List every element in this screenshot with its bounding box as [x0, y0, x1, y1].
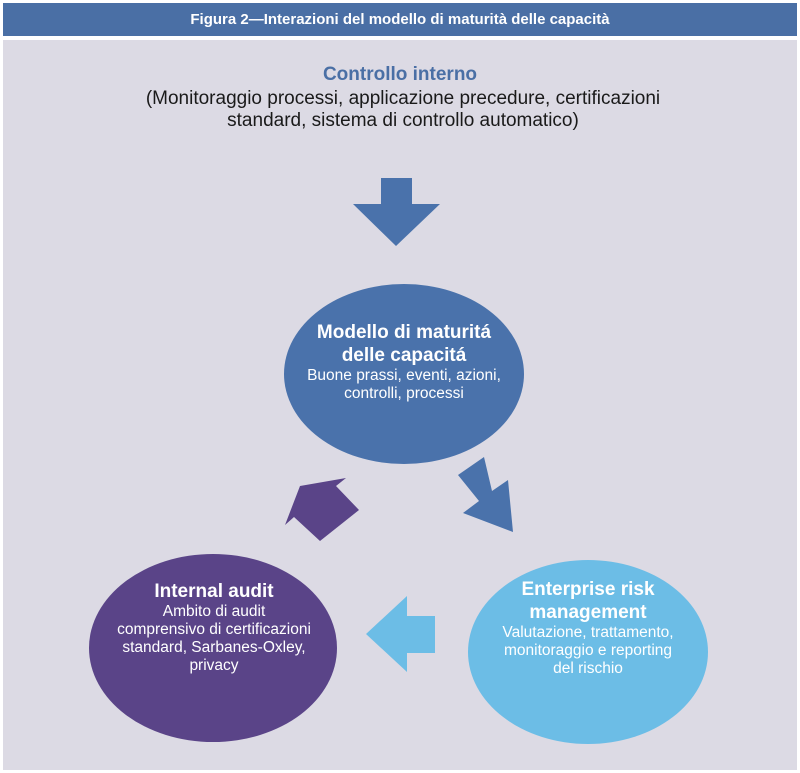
internal-control-title: Controllo interno [322, 64, 478, 85]
right-node-description: Valutazione, trattamento, monitoraggio e… [502, 624, 674, 677]
right-node-shape [468, 560, 708, 744]
figure-title: Figura 2—Interazioni del modello di matu… [190, 11, 610, 28]
arrow-up-right-icon [285, 478, 359, 541]
internal-control-description: (Monitoraggio processi, applicazione pre… [145, 88, 661, 131]
left-node-shape [89, 554, 337, 742]
center-node: Modello di maturitá delle capacitá Buone… [299, 321, 509, 403]
right-node: Enterprise risk management Valutazione, … [500, 578, 676, 678]
left-node: Internal audit Ambito di audit comprensi… [117, 580, 311, 675]
arrow-down-icon [353, 178, 440, 246]
left-node-description: Ambito di audit comprensivo di certifica… [117, 603, 311, 674]
diagram-shapes [89, 178, 708, 744]
center-node-title: Modello di maturitá delle capacitá [316, 322, 492, 366]
arrow-down-right-icon [458, 457, 513, 532]
right-node-title: Enterprise risk management [521, 579, 655, 623]
center-node-description: Buone prassi, eventi, azioni, controlli,… [307, 367, 501, 402]
center-node-shape [284, 284, 524, 464]
figure-header: Figura 2—Interazioni del modello di matu… [3, 3, 797, 36]
left-node-title: Internal audit [154, 581, 274, 602]
diagram-panel: Controllo interno (Monitoraggio processi… [3, 40, 797, 770]
arrow-left-icon [366, 596, 435, 672]
